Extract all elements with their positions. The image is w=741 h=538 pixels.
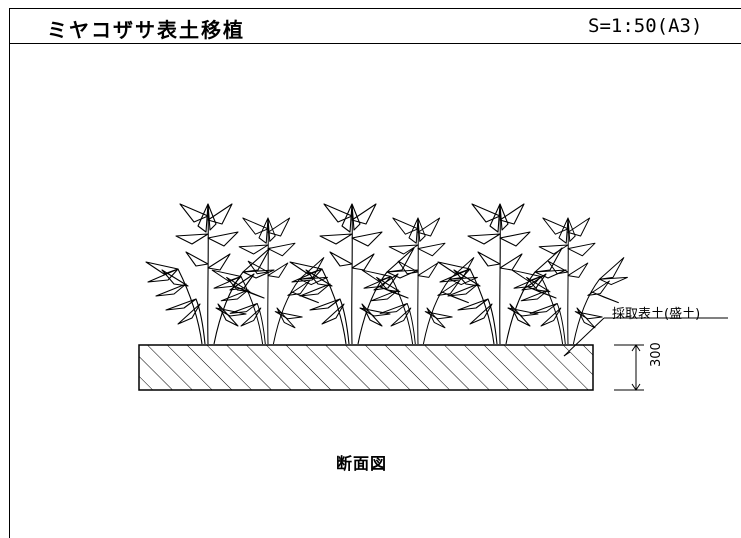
section-caption: 断面図 <box>336 454 388 473</box>
topsoil-layer <box>138 344 594 391</box>
callout-label: 採取表土(盛土) <box>612 307 701 322</box>
dimension-label: 300 <box>649 342 664 367</box>
sheet-border-left <box>9 8 10 538</box>
drawing-title: ミヤコザサ表土移植 <box>47 18 245 42</box>
drawing-scale: S=1:50(A3) <box>588 15 703 37</box>
sheet-border-top <box>9 8 741 9</box>
bamboo-grass-plants <box>145 203 628 345</box>
dimension-line <box>614 344 644 391</box>
callout-leader <box>563 317 728 357</box>
title-block-divider <box>9 43 741 44</box>
